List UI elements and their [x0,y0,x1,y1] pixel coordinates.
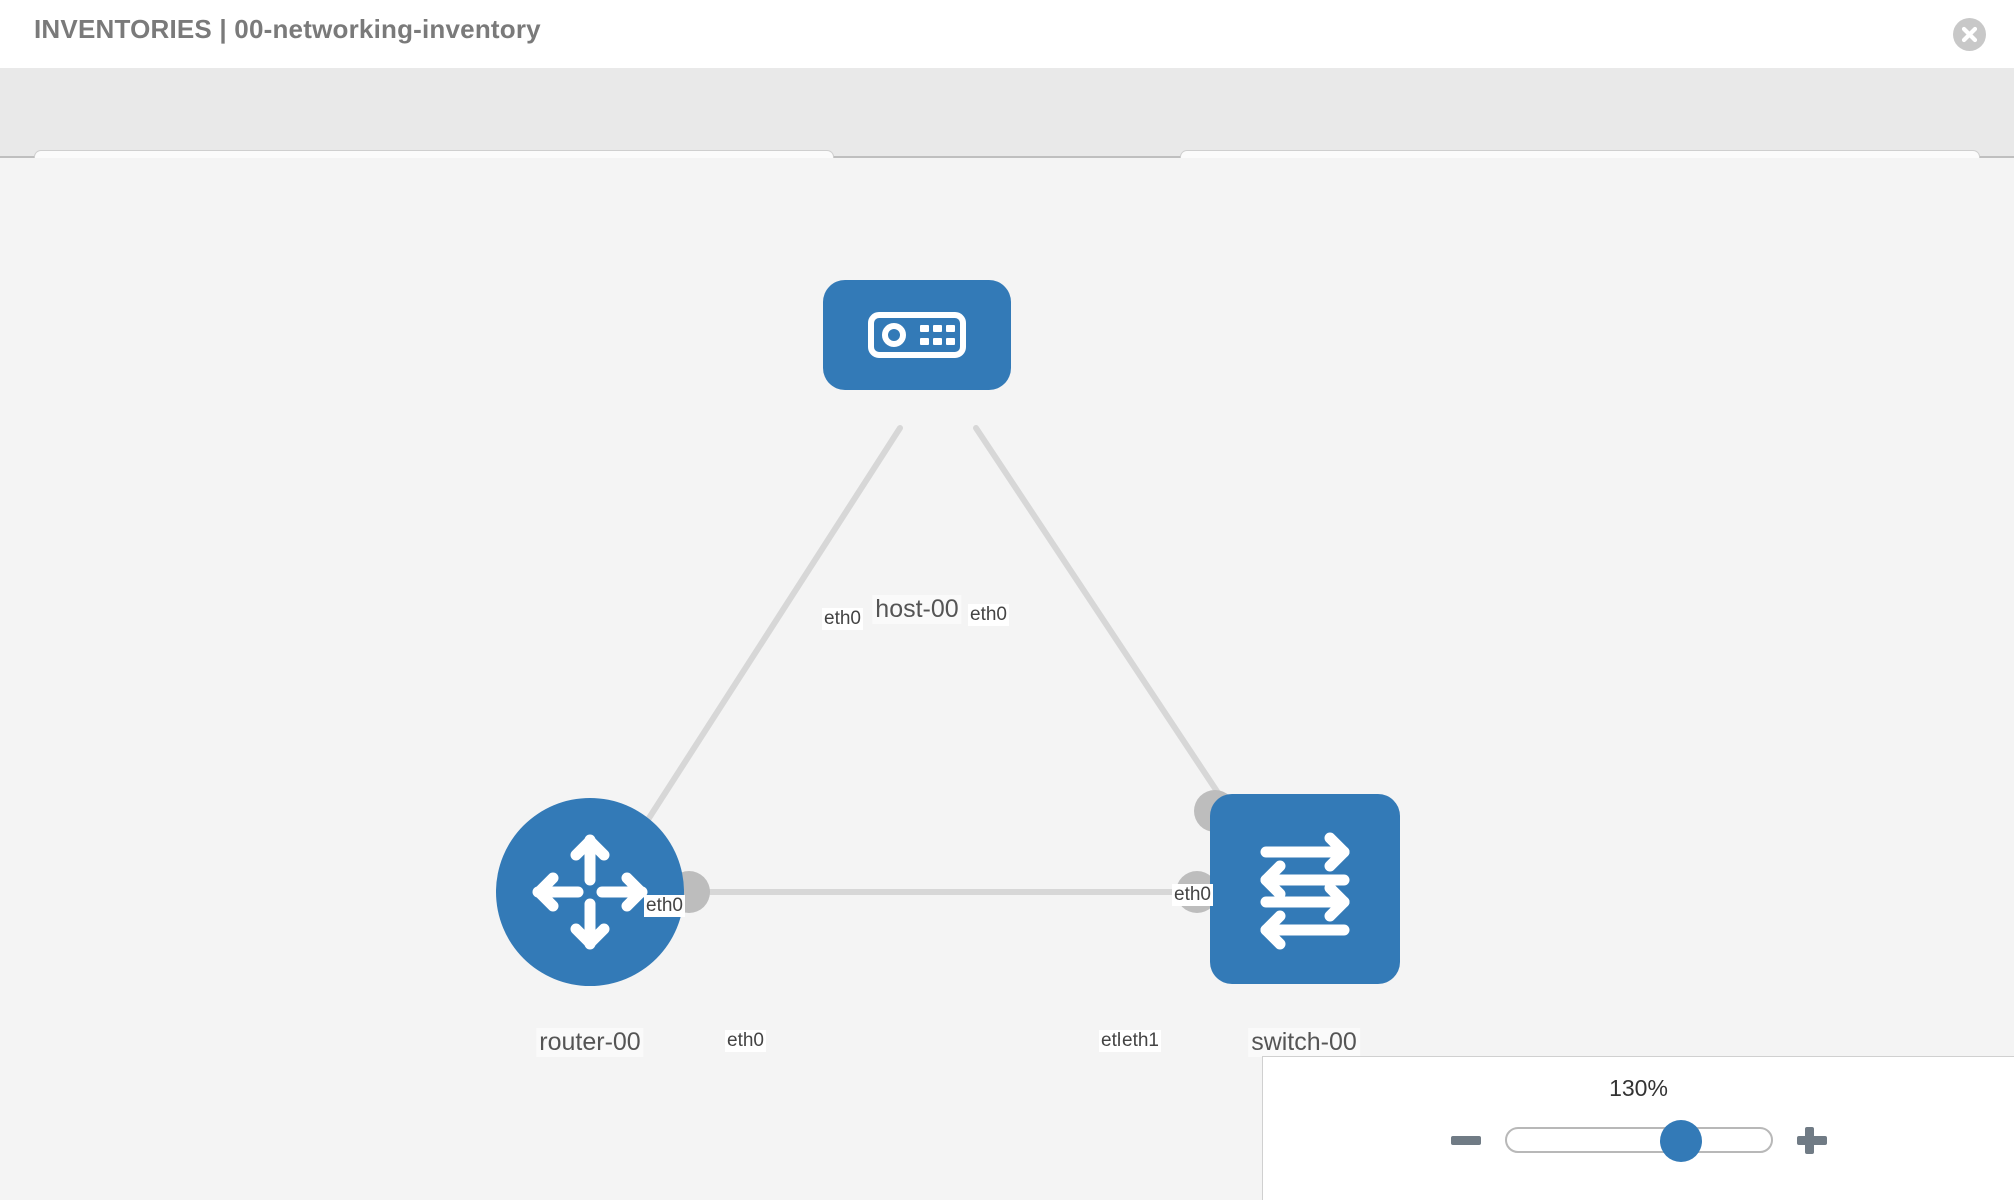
toolbar: ACTIONS SEARCH [0,68,2014,202]
node-switch-00 [1210,794,1400,984]
close-glyph [1961,26,1978,43]
page-title: INVENTORIES | 00-networking-inventory [34,14,541,44]
topology-canvas[interactable]: host-00 router-00 [0,158,2014,1200]
close-icon[interactable] [1953,18,1986,51]
node-label-router-00: router-00 [536,1028,644,1057]
router-arrows-icon [532,834,648,950]
node-router-00-shape[interactable] [496,798,684,986]
node-host-00-shape[interactable] [823,280,1011,390]
link-host-switch [973,425,1239,823]
port-label-switch-00-eth1: eth1 [1120,1030,1161,1052]
zoom-slider-track[interactable] [1504,1120,1773,1162]
port-label-host-00-eth0-left: eth0 [822,608,863,630]
link-host-router [619,425,903,863]
node-label-switch-00: switch-00 [1248,1028,1360,1057]
port-label-host-00-eth0-right: eth0 [968,604,1009,626]
switch-arrows-icon [1260,832,1350,950]
node-host-00 [823,280,1011,390]
plus-icon-v [1804,1127,1814,1154]
port-label-router-00-eth0-north: eth0 [644,895,685,917]
page-header: INVENTORIES | 00-networking-inventory [0,0,2014,68]
zoom-out-button[interactable] [1449,1123,1483,1157]
zoom-slider-row [1263,1115,2014,1165]
port-label-router-00-eth0-east: eth0 [725,1030,766,1052]
server-icon [868,312,966,358]
zoom-in-button[interactable] [1795,1123,1829,1157]
zoom-slider-thumb[interactable] [1659,1120,1702,1162]
node-router-00 [496,798,684,986]
zoom-level-value: 130% [1609,1075,1668,1101]
minus-icon [1450,1136,1481,1145]
zoom-control: 130% [1262,1056,2014,1200]
topology-links [619,425,1239,895]
node-label-host-00: host-00 [872,595,962,624]
node-switch-00-shape[interactable] [1210,794,1400,984]
port-label-switch-00-eth0-north: eth0 [1172,884,1213,906]
